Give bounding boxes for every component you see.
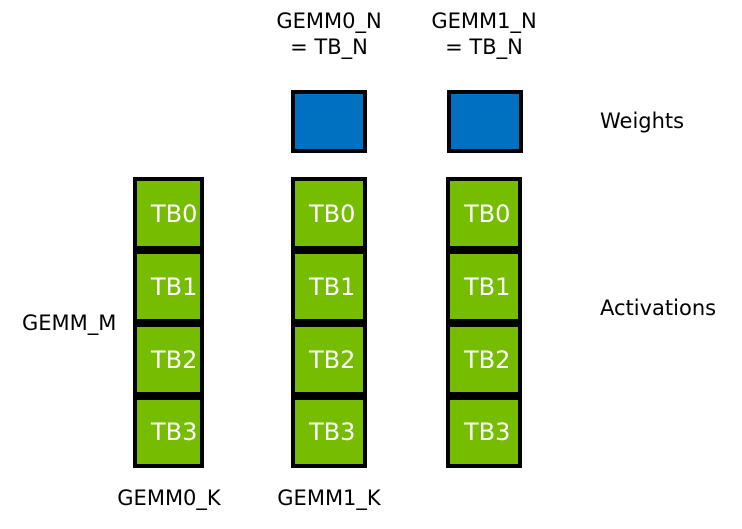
activations-legend-label: Activations [600, 296, 717, 320]
tb-cell-label: TB0 [151, 199, 198, 228]
tb-cell-label: TB0 [464, 199, 511, 228]
tb-cell-label: TB0 [309, 199, 356, 228]
tb-cell-label: TB2 [309, 345, 356, 374]
tb-cell-label: TB2 [151, 345, 198, 374]
tb-cell-label: TB1 [309, 272, 356, 301]
tb-cell-label: TB1 [464, 272, 511, 301]
tb-cell: TB2 [446, 323, 522, 396]
tb-cell: TB3 [291, 396, 367, 468]
tb-cell: TB0 [291, 177, 367, 250]
footer-label-gemm1-k: GEMM1_K [277, 486, 381, 510]
tb-cell: TB0 [133, 177, 204, 250]
gemm1-weight-block [447, 90, 523, 153]
column-header-gemm0-n-line1: GEMM0_N [276, 9, 382, 33]
tb-cell-label: TB2 [464, 345, 511, 374]
activation-column-gemm1: TB0 TB1 TB2 TB3 [446, 177, 522, 468]
column-header-gemm1-n-line2: = TB_N [445, 35, 523, 59]
column-header-gemm1-n-line1: GEMM1_N [431, 9, 537, 33]
column-header-gemm0-n-line2: = TB_N [290, 35, 368, 59]
tb-cell: TB3 [133, 396, 204, 468]
activation-column-m: TB0 TB1 TB2 TB3 [133, 177, 204, 468]
tb-cell: TB1 [133, 250, 204, 323]
tb-cell-label: TB3 [464, 418, 511, 446]
tb-cell: TB1 [446, 250, 522, 323]
column-header-gemm1-n: GEMM1_N = TB_N [404, 8, 564, 60]
tb-cell: TB2 [291, 323, 367, 396]
column-header-gemm0-n: GEMM0_N = TB_N [249, 8, 409, 60]
tb-cell-label: TB1 [151, 272, 198, 301]
weights-legend-label: Weights [600, 109, 685, 133]
tb-cell: TB1 [291, 250, 367, 323]
footer-label-gemm0-k: GEMM0_K [117, 486, 221, 510]
gemm-m-label: GEMM_M [22, 311, 117, 335]
tb-cell: TB3 [446, 396, 522, 468]
tb-cell-label: TB3 [151, 418, 198, 446]
activation-column-gemm0: TB0 TB1 TB2 TB3 [291, 177, 367, 468]
tb-cell-label: TB3 [309, 418, 356, 446]
tb-cell: TB0 [446, 177, 522, 250]
tb-cell: TB2 [133, 323, 204, 396]
gemm0-weight-block [291, 90, 367, 153]
